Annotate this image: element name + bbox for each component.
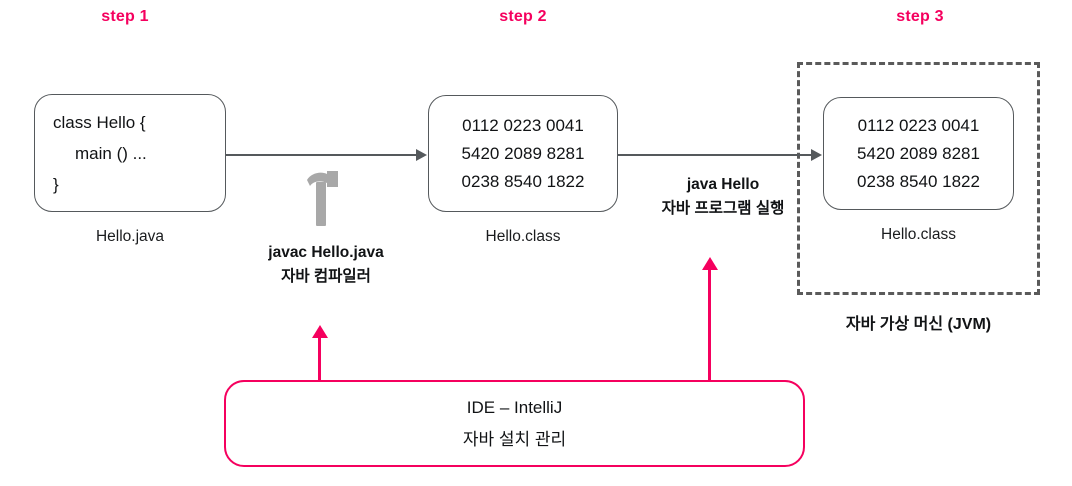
runtime-bytes-line-2: 5420 2089 8281 — [857, 144, 980, 163]
ide-title: IDE – IntelliJ — [466, 398, 563, 418]
hammer-icon — [297, 168, 345, 233]
step-3-label: step 3 — [896, 8, 944, 25]
step-2-label: step 2 — [499, 8, 547, 25]
class-file-caption: Hello.class — [485, 228, 561, 245]
compile-command: javac Hello.java — [268, 244, 384, 261]
source-file-box: class Hello { main () ... } — [34, 94, 226, 212]
class-bytes-line-2: 5420 2089 8281 — [461, 144, 585, 163]
ide-to-compiler-arrow-head — [311, 325, 328, 338]
runtime-bytes-line-3: 0238 8540 1822 — [857, 172, 980, 191]
jvm-caption: 자바 가상 머신 (JVM) — [845, 316, 992, 333]
ide-to-runtime-arrow-head — [701, 257, 718, 270]
jvm-container — [797, 62, 1040, 295]
source-code-line-1: class Hello { — [53, 112, 146, 132]
class-file-box: 0112 0223 0041 5420 2089 8281 0238 8540 … — [428, 95, 618, 212]
compile-annotation: javac Hello.java 자바 컴파일러 — [247, 241, 405, 289]
source-code-line-3: } — [53, 174, 59, 194]
step-1-label: step 1 — [101, 8, 149, 25]
run-arrow-head — [811, 148, 822, 161]
run-command: java Hello — [686, 176, 760, 193]
run-arrow-line — [618, 154, 813, 156]
runtime-class-box: 0112 0223 0041 5420 2089 8281 0238 8540 … — [823, 97, 1014, 210]
compile-arrow-line — [226, 154, 418, 156]
class-bytes-line-3: 0238 8540 1822 — [461, 172, 585, 191]
compile-arrow-head — [416, 148, 427, 161]
source-file-caption: Hello.java — [95, 228, 165, 245]
ide-box: IDE – IntelliJ 자바 설치 관리 — [224, 380, 805, 467]
ide-subtitle: 자바 설치 관리 — [462, 429, 567, 449]
run-description: 자바 프로그램 실행 — [661, 200, 785, 218]
source-code-line-2: main () ... — [75, 143, 147, 163]
ide-to-compiler-arrow-line — [318, 338, 321, 380]
runtime-bytes-line-1: 0112 0223 0041 — [857, 116, 980, 135]
compile-description: 자바 컴파일러 — [281, 268, 371, 286]
ide-to-runtime-arrow-line — [708, 270, 711, 380]
runtime-class-caption: Hello.class — [881, 226, 956, 243]
run-annotation: java Hello 자바 프로그램 실행 — [638, 173, 808, 221]
class-bytes-line-1: 0112 0223 0041 — [462, 116, 584, 135]
